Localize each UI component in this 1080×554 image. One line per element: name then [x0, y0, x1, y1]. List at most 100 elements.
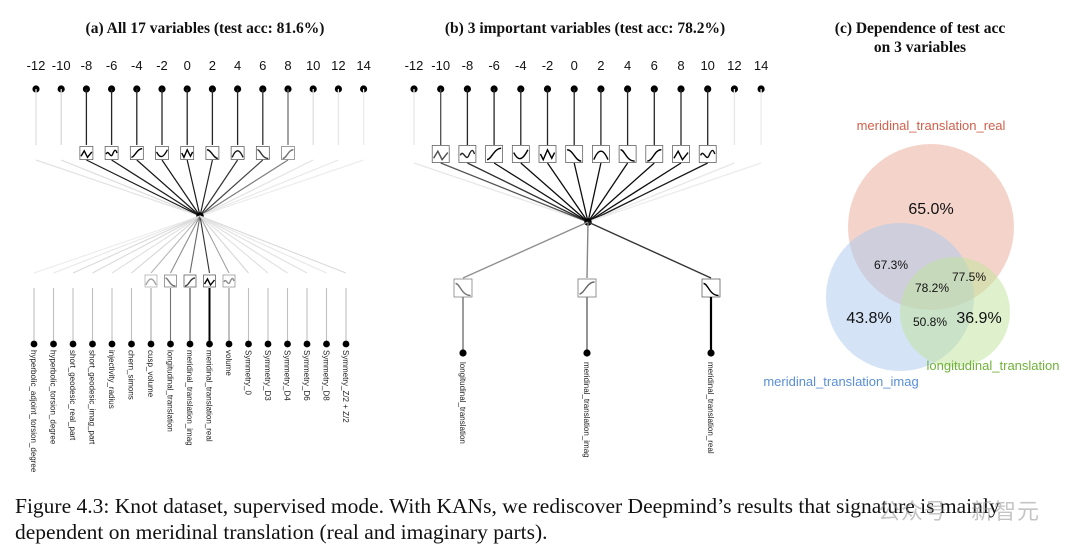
input-node	[167, 340, 174, 348]
input-edge	[462, 221, 589, 279]
input-edge	[199, 215, 327, 274]
activation-function-box	[672, 145, 690, 163]
activation-function-box	[458, 145, 477, 163]
activation-function-box	[180, 146, 195, 160]
activation-curve	[579, 281, 595, 295]
panel-a-input-label: chern_simons	[126, 350, 136, 400]
input-node	[303, 340, 311, 348]
input-node	[225, 340, 233, 348]
panel-b-tick-label: 0	[570, 58, 578, 73]
activation-function-box	[164, 274, 177, 288]
input-edge	[199, 215, 230, 274]
input-node	[69, 340, 77, 348]
panel-b-kan-network	[410, 85, 765, 357]
input-node	[186, 340, 194, 348]
panel-b-tick-label: -2	[541, 58, 554, 73]
venn-circle-long	[900, 257, 1010, 367]
venn-value-imag: 43.8%	[846, 310, 891, 327]
panel-a-input-label: longitudinal_translation	[165, 350, 175, 432]
activation-box-frame	[155, 146, 169, 160]
venn-value-real: 65.0%	[908, 201, 953, 218]
venn-value-real-long: 77.5%	[952, 270, 986, 284]
input-node	[245, 340, 252, 348]
panel-a-input-label: meridinal_translation_real	[204, 350, 214, 442]
activation-curve	[513, 149, 529, 160]
hidden-edge	[520, 162, 589, 223]
panel-a-tick-label: -10	[51, 58, 71, 73]
hidden-edge	[161, 159, 201, 217]
panel-a-input-label: Symmetry_D3	[263, 350, 272, 401]
activation-function-box	[485, 145, 503, 163]
input-node	[707, 349, 715, 357]
panel-a-input-label: Symmetry_0	[243, 350, 253, 395]
activation-curve	[145, 278, 157, 286]
panel-a-input-label: Symmetry_D4	[282, 350, 292, 401]
panel-a-tick-label: -2	[156, 58, 168, 73]
input-edge	[92, 215, 201, 274]
activation-curve	[647, 149, 662, 162]
activation-function-box	[255, 146, 270, 160]
activation-curve	[673, 149, 689, 161]
panel-a-tick-label: 2	[208, 58, 217, 73]
activation-curve	[257, 149, 269, 160]
panel-a-tick-label: -6	[105, 58, 118, 73]
panel-b-tick-label: 10	[700, 58, 715, 73]
panel-c-title-line2: on 3 variables	[873, 39, 967, 56]
activation-box-frame	[255, 146, 270, 160]
activation-function-box	[230, 146, 245, 160]
hidden-edge	[587, 162, 655, 223]
hidden-edge	[587, 162, 708, 223]
panel-a-input-label: cusp_volume	[146, 350, 155, 398]
panel-a-input-label: short_geodesic_real_part	[68, 350, 77, 441]
activation-function-box	[222, 274, 236, 288]
hidden-edge	[199, 159, 264, 217]
panel-a-tick-label: 12	[331, 58, 346, 73]
panel-a-tick-label: 8	[284, 58, 292, 73]
hidden-edge	[86, 159, 201, 217]
activation-curve	[486, 147, 502, 161]
hidden-edge	[199, 159, 364, 217]
panel-a-title: (a) All 17 variables (test acc: 81.6%)	[85, 20, 325, 37]
input-node	[108, 340, 116, 348]
venn-label-long: longitudinal_translation	[927, 358, 1060, 373]
activation-curve	[80, 149, 93, 159]
venn-label-imag: meridinal_translation_imag	[763, 374, 918, 389]
hidden-edge	[440, 162, 589, 223]
panel-b-tick-label: 2	[597, 58, 605, 73]
hidden-edge	[186, 159, 201, 217]
activation-function-box	[701, 278, 721, 298]
hidden-edge	[111, 159, 201, 217]
activation-function-box	[144, 274, 158, 288]
input-node	[264, 340, 272, 348]
panel-b-tick-label: 4	[623, 58, 632, 73]
input-edge	[111, 215, 201, 274]
panel-b-tick-label: -10	[431, 58, 451, 73]
activation-box-frame	[230, 146, 245, 160]
panel-a-kan-network	[30, 85, 368, 348]
activation-curve	[455, 282, 471, 297]
panel-b-title: (b) 3 important variables (test acc: 78.…	[444, 20, 726, 37]
activation-box-frame	[458, 145, 477, 163]
hidden-edge	[587, 162, 629, 223]
panel-a-tick-label: -12	[26, 58, 46, 73]
panel-b-tick-label: -8	[461, 58, 474, 73]
activation-curve	[206, 149, 218, 160]
figure-caption: Figure 4.3: Knot dataset, supervised mod…	[15, 494, 1000, 544]
hidden-edge	[413, 162, 589, 223]
activation-function-box	[104, 146, 119, 160]
input-edge	[199, 215, 288, 274]
activation-curve	[155, 149, 169, 158]
input-node	[128, 340, 135, 348]
panel-a-input-label: injectivity_radius	[107, 350, 116, 409]
venn-label-real: meridinal_translation_real	[857, 118, 1006, 133]
hidden-edge	[587, 162, 682, 223]
activation-function-box	[129, 146, 144, 160]
activation-box-frame	[431, 145, 450, 163]
activation-function-box	[565, 145, 584, 163]
panel-c-venn-diagram: meridinal_translation_real 65.0% 67.3% 7…	[763, 118, 1060, 389]
panel-b-input-label: longitudinal_translation	[458, 362, 467, 444]
venn-value-all: 78.2%	[915, 281, 949, 295]
input-edge	[53, 215, 201, 274]
panel-b-input-label: meridinal_translation_imag	[582, 362, 591, 458]
input-node	[459, 349, 467, 357]
